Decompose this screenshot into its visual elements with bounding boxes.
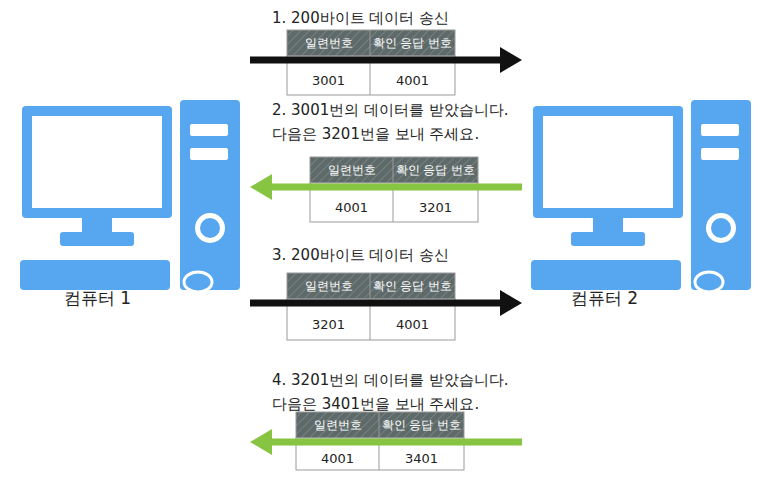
packet-arrow xyxy=(250,429,522,455)
arrow-head xyxy=(250,174,272,200)
arrow-shaft xyxy=(270,439,522,446)
step-label: 4. 3201번의 데이터를 받았습니다. 다음은 3401번을 보내 주세요. xyxy=(272,368,524,416)
step-label: 3. 200바이트 데이터 송신 xyxy=(272,243,532,267)
computer-label: 컴퓨터 2 xyxy=(522,287,687,310)
value-cell: 3201 xyxy=(287,308,370,340)
arrow-head xyxy=(500,47,522,73)
header-cell: 확인 응답 번호 xyxy=(370,30,455,56)
header-cell: 확인 응답 번호 xyxy=(379,412,464,438)
computer-icon xyxy=(20,100,240,292)
value-cell: 3401 xyxy=(379,447,464,470)
packet-arrow xyxy=(250,290,522,316)
value-cell: 4001 xyxy=(296,447,379,470)
header-cell: 일련번호 xyxy=(296,412,379,438)
header-cell: 일련번호 xyxy=(287,273,370,299)
arrow-shaft xyxy=(250,57,502,64)
header-cell: 확인 응답 번호 xyxy=(393,157,478,183)
packet-arrow xyxy=(250,174,522,200)
header-cell: 확인 응답 번호 xyxy=(370,273,455,299)
value-cell: 3201 xyxy=(393,192,478,222)
computer-icon xyxy=(531,100,751,292)
header-cell: 일련번호 xyxy=(310,157,393,183)
value-cell: 4001 xyxy=(370,65,455,95)
arrow-head xyxy=(250,429,272,455)
value-cell: 3001 xyxy=(287,65,370,95)
value-cell: 4001 xyxy=(370,308,455,340)
arrow-head xyxy=(500,290,522,316)
arrow-shaft xyxy=(250,300,502,307)
computer-node: 컴퓨터 2 xyxy=(522,95,762,310)
arrow-shaft xyxy=(270,184,522,191)
computer-node: 컴퓨터 1 xyxy=(15,95,250,310)
step-label: 2. 3001번의 데이터를 받았습니다. 다음은 3201번을 보내 주세요. xyxy=(272,98,524,146)
packet-arrow xyxy=(250,47,522,73)
step-label: 1. 200바이트 데이터 송신 xyxy=(272,6,532,30)
header-cell: 일련번호 xyxy=(287,30,370,56)
value-cell: 4001 xyxy=(310,192,393,222)
computer-label: 컴퓨터 1 xyxy=(15,287,180,310)
